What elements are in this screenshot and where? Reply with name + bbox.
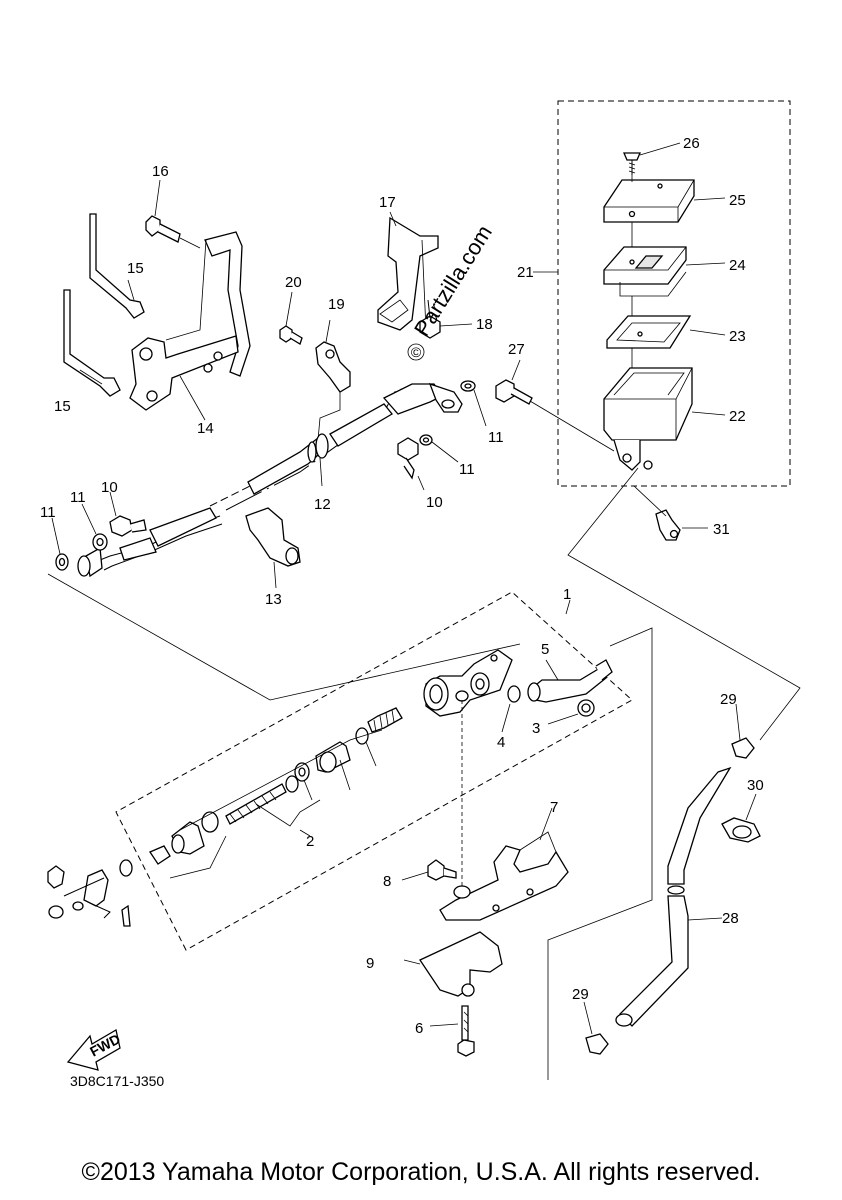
part-29-hose-clamp-lower	[583, 1001, 609, 1055]
callout-11-lower-b: 11	[70, 489, 86, 506]
part-19-hose-clamp	[315, 319, 351, 441]
push-rod-parts	[47, 865, 131, 927]
part-4-o-ring	[501, 685, 521, 733]
callout-7: 7	[550, 799, 558, 816]
callout-12: 12	[314, 496, 331, 513]
callout-15-lower: 15	[54, 398, 71, 415]
part-7-bracket	[439, 807, 569, 921]
part-26-screw	[623, 142, 681, 175]
part-8-bolt	[401, 859, 457, 881]
part-17-bracket	[377, 211, 439, 331]
part-11-washer-upper-b	[460, 380, 487, 427]
callout-21: 21	[517, 264, 534, 281]
part-11-washer-lower-a	[81, 503, 108, 551]
callout-2: 2	[306, 833, 314, 850]
part-18-bolt	[419, 299, 473, 339]
reservoir-assembly-box	[557, 100, 791, 487]
part-20-bolt	[279, 291, 303, 345]
part-11-washer-lower-b	[51, 517, 69, 571]
callout-3: 3	[532, 720, 540, 737]
part-2-piston-kit	[119, 707, 403, 879]
callout-17: 17	[379, 194, 396, 211]
master-cylinder-body	[423, 649, 513, 890]
callout-23: 23	[729, 328, 746, 345]
callout-18: 18	[476, 316, 493, 333]
callout-5: 5	[541, 641, 549, 658]
upper-brake-hose	[77, 382, 463, 578]
callout-29-upper: 29	[720, 691, 737, 708]
callout-6: 6	[415, 1020, 423, 1037]
callout-27: 27	[508, 341, 525, 358]
callout-20: 20	[285, 274, 302, 291]
callout-13: 13	[265, 591, 282, 608]
part-11-washer-upper-a	[419, 434, 459, 463]
callout-10-upper: 10	[426, 494, 443, 511]
callout-8: 8	[383, 873, 391, 890]
part-5-hose-joint	[527, 659, 613, 703]
fwd-arrow-icon: FWD	[66, 1028, 123, 1071]
callout-10-lower: 10	[101, 479, 118, 496]
callout-29-lower: 29	[572, 986, 589, 1003]
part-3-circlip	[547, 699, 595, 725]
part-24-diaphragm-plate	[603, 246, 726, 297]
callout-28: 28	[722, 910, 739, 927]
part-14-bracket	[129, 231, 251, 421]
part-16-bolt	[145, 179, 201, 249]
callout-22: 22	[729, 408, 746, 425]
callout-14: 14	[197, 420, 214, 437]
part-9-guard	[403, 931, 503, 997]
callout-30: 30	[747, 777, 764, 794]
svg-text:©: ©	[411, 344, 422, 360]
callout-1: 1	[563, 586, 571, 603]
part-23-diaphragm	[606, 315, 726, 349]
copyright-notice: ©2013 Yamaha Motor Corporation, U.S.A. A…	[81, 1158, 761, 1186]
part-27-bolt	[495, 359, 615, 452]
part-10-banjo-bolt-upper	[397, 437, 425, 491]
part-10-banjo-bolt-lower	[109, 491, 147, 537]
part-22-reservoir-body	[603, 367, 726, 471]
callout-24: 24	[729, 257, 746, 274]
part-28-hose	[615, 766, 732, 1027]
callout-labels: 1 2 3 4 5 6 7 8 9 10 10 11 11 11 11 12 1…	[40, 135, 764, 1037]
part-6-bolt	[429, 1005, 475, 1057]
callout-31: 31	[713, 521, 730, 538]
part-25-reservoir-cap	[603, 179, 726, 223]
callout-11-upper-a: 11	[459, 461, 475, 478]
callout-4: 4	[497, 734, 505, 751]
callout-11-lower-a: 11	[40, 504, 56, 521]
callout-15-upper: 15	[127, 260, 144, 277]
callout-16: 16	[152, 163, 169, 180]
callout-9: 9	[366, 955, 374, 972]
callout-25: 25	[729, 192, 746, 209]
part-13-hose-clamp	[245, 507, 301, 589]
part-15-cable-tie-upper	[89, 213, 145, 319]
diagram-code: 3D8C171-J350	[70, 1073, 164, 1089]
callout-26: 26	[683, 135, 700, 152]
part-15-cable-tie-lower	[63, 289, 121, 397]
part-30-hose-clamp	[721, 793, 761, 843]
master-cylinder-assembly-box	[115, 591, 633, 951]
part-29-hose-clamp-upper	[731, 703, 755, 759]
part-31-clip	[633, 485, 708, 541]
callout-11-upper-b: 11	[488, 429, 504, 446]
callout-19: 19	[328, 296, 345, 313]
